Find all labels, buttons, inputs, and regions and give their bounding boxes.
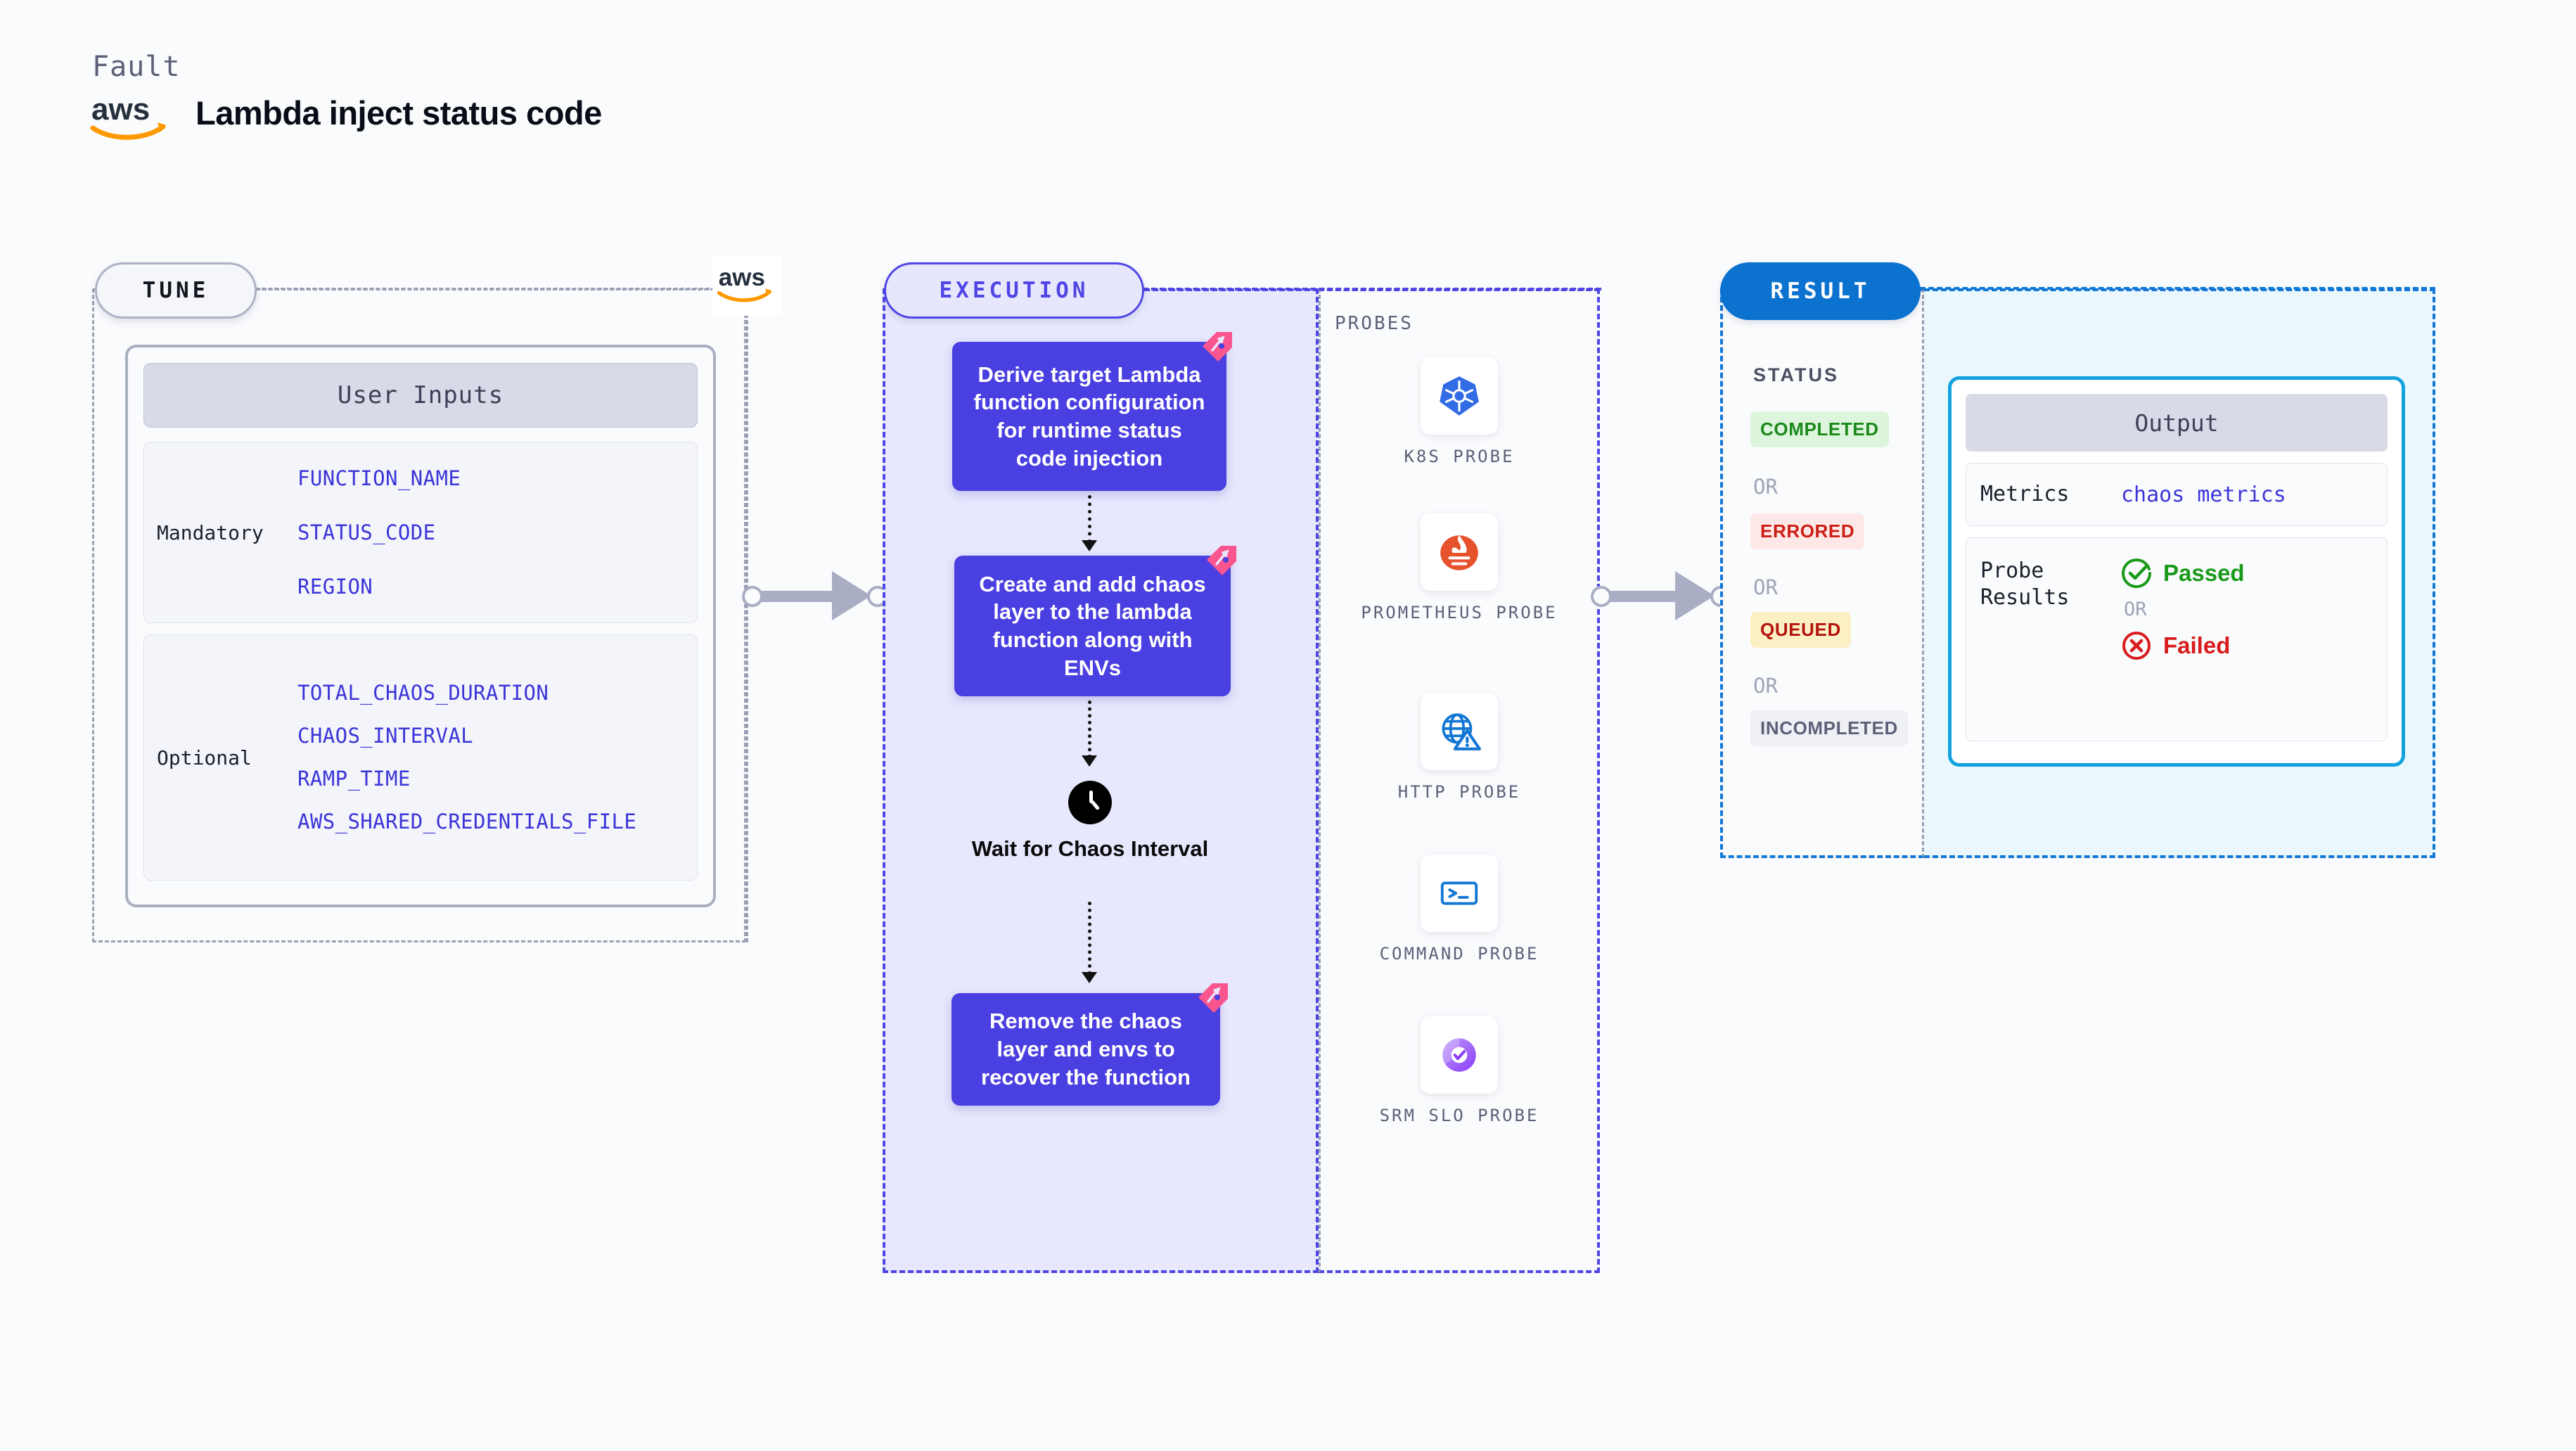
status-or-label: OR xyxy=(1753,575,1778,599)
execution-step-box: Remove the chaos layer and envs to recov… xyxy=(951,993,1220,1106)
probe-results-key-line1: Probe xyxy=(1980,558,2044,583)
metrics-key: Metrics xyxy=(1980,482,2070,507)
wait-for-chaos-interval-node: Wait for Chaos Interval xyxy=(970,781,1210,862)
output-card: Output Metrics chaos metrics Probe Resul… xyxy=(1948,376,2405,767)
tune-aws-logo-icon: aws xyxy=(712,255,781,316)
probe-item-http: HTTP PROBE xyxy=(1354,693,1565,803)
probe-label: COMMAND PROBE xyxy=(1379,944,1539,964)
kubernetes-icon xyxy=(1421,357,1498,435)
connector-line xyxy=(752,591,857,602)
probe-results-key: Probe Results xyxy=(1980,558,2121,611)
wait-label: Wait for Chaos Interval xyxy=(971,836,1209,861)
result-section-pill: RESULT xyxy=(1720,262,1921,320)
prometheus-icon xyxy=(1421,513,1498,591)
flow-arrow-line xyxy=(1088,701,1091,758)
input-var: CHAOS_INTERVAL xyxy=(297,724,474,748)
output-metrics-row: Metrics chaos metrics xyxy=(1966,463,2388,526)
execution-step-box: Create and add chaos layer to the lambda… xyxy=(954,556,1231,696)
status-badge: INCOMPLETED xyxy=(1750,710,1908,746)
probe-label: K8S PROBE xyxy=(1404,447,1515,466)
input-var: FUNCTION_NAME xyxy=(297,466,461,490)
input-var: RAMP_TIME xyxy=(297,767,411,791)
mandatory-inputs-group: Mandatory FUNCTION_NAME STATUS_CODE REGI… xyxy=(143,442,698,623)
flow-arrow-line xyxy=(1088,495,1091,543)
failed-label: Failed xyxy=(2163,632,2231,658)
input-var: TOTAL_CHAOS_DURATION xyxy=(297,681,549,705)
connector-tune-to-execution xyxy=(742,571,890,620)
probe-label: HTTP PROBE xyxy=(1397,782,1521,802)
output-title: Output xyxy=(1966,394,2388,452)
srm-slo-icon xyxy=(1421,1016,1498,1094)
execution-section-pill: EXECUTION xyxy=(884,262,1144,319)
probe-results-or-label: OR xyxy=(2124,599,2147,620)
passed-label: Passed xyxy=(2163,560,2245,586)
status-title: STATUS xyxy=(1753,364,1839,385)
output-probe-results-row: Probe Results Passed OR Fai xyxy=(1966,537,2388,741)
execution-step-box: Derive target Lambda function configurat… xyxy=(952,342,1226,491)
svg-text:aws: aws xyxy=(91,92,150,127)
probe-label: PROMETHEUS PROBE xyxy=(1361,603,1558,622)
flow-arrow-head xyxy=(1082,972,1097,983)
mandatory-label: Mandatory xyxy=(157,520,264,544)
flow-arrow-head xyxy=(1082,755,1097,767)
input-var: STATUS_CODE xyxy=(297,520,436,544)
execution-top-dashed-line xyxy=(1143,288,1601,290)
result-status-region xyxy=(1720,288,1924,858)
probe-item-prometheus: PROMETHEUS PROBE xyxy=(1354,513,1565,624)
http-globe-warning-icon xyxy=(1421,693,1498,770)
x-circle-icon xyxy=(2122,632,2151,660)
optional-label: Optional xyxy=(157,746,252,769)
status-badge: ERRORED xyxy=(1750,513,1865,549)
svg-text:aws: aws xyxy=(719,264,765,291)
probe-label: SRM SLO PROBE xyxy=(1379,1106,1539,1125)
status-or-label: OR xyxy=(1753,475,1778,499)
probe-results-key-line2: Results xyxy=(1980,584,2070,610)
user-inputs-card: User Inputs Mandatory FUNCTION_NAME STAT… xyxy=(125,345,716,907)
flow-arrow-head xyxy=(1082,540,1097,551)
clock-icon xyxy=(1068,781,1112,824)
mandatory-var-list: FUNCTION_NAME STATUS_CODE REGION xyxy=(297,452,461,614)
result-top-dashed-line xyxy=(1920,287,2435,290)
optional-var-list: TOTAL_CHAOS_DURATION CHAOS_INTERVAL RAMP… xyxy=(297,672,637,843)
probe-results-values: Passed OR Failed xyxy=(2121,558,2245,661)
probe-result-failed: Failed xyxy=(2121,630,2245,661)
status-or-label: OR xyxy=(1753,674,1778,698)
status-badge: COMPLETED xyxy=(1750,411,1889,447)
probes-region xyxy=(1319,288,1600,1273)
status-badge: QUEUED xyxy=(1750,612,1851,648)
page-eyebrow: Fault xyxy=(92,51,181,83)
tune-top-dashed-line xyxy=(255,288,748,290)
probe-item-command: COMMAND PROBE xyxy=(1354,855,1565,965)
probe-result-passed: Passed xyxy=(2121,558,2245,589)
input-var: AWS_SHARED_CREDENTIALS_FILE xyxy=(297,810,637,833)
user-inputs-title: User Inputs xyxy=(143,363,698,428)
probe-item-srm-slo: SRM SLO PROBE xyxy=(1354,1016,1565,1127)
connector-execution-to-result xyxy=(1591,571,1731,620)
connector-start-dot xyxy=(1591,586,1612,607)
input-var: REGION xyxy=(297,574,373,599)
check-circle-icon xyxy=(2122,558,2152,589)
probe-item-k8s: K8S PROBE xyxy=(1354,357,1565,468)
tune-section-pill: TUNE xyxy=(95,262,257,319)
metrics-value: chaos metrics xyxy=(2121,482,2286,507)
probes-title: PROBES xyxy=(1335,313,1414,334)
aws-logo-icon: aws xyxy=(90,91,174,142)
optional-inputs-group: Optional TOTAL_CHAOS_DURATION CHAOS_INTE… xyxy=(143,634,698,881)
connector-arrowhead xyxy=(832,571,871,620)
page-title: Lambda inject status code xyxy=(196,94,602,132)
flow-arrow-line xyxy=(1088,902,1091,975)
terminal-icon xyxy=(1421,855,1498,932)
connector-start-dot xyxy=(742,586,763,607)
connector-arrowhead xyxy=(1675,571,1715,620)
tune-right-divider xyxy=(746,288,748,942)
